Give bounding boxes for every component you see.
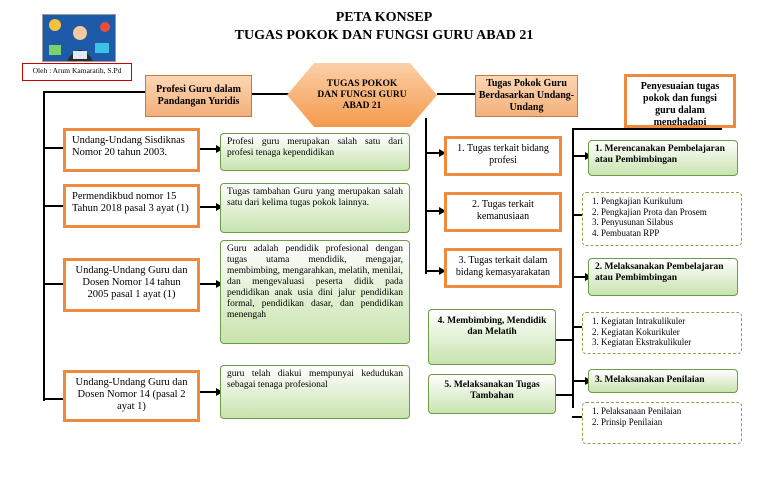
page-subtitle: TUGAS POKOK DAN FUNGSI GURU ABAD 21 (234, 28, 534, 43)
list-item: Pelaksanaan Penilaian (601, 406, 737, 417)
duty-box-5: 5. Melaksanakan Tugas Tambahan (428, 374, 556, 414)
left-header: Profesi Guru dalam Pandangan Yuridis (145, 75, 252, 117)
list-item: Prinsip Penilaian (601, 417, 737, 428)
adjust-list-2: Kegiatan Intrakulikuler Kegiatan Kokurik… (582, 312, 742, 354)
list-item: Pembuatan RPP (601, 228, 737, 239)
duty-box-4: 4. Membimbing, Mendidik dan Melatih (428, 309, 556, 365)
adjust-list-1: Pengkajian Kurikulum Pengkajian Prota da… (582, 192, 742, 246)
adjust-label-1: 1. Merencanakan Pembelajaran atau Pembim… (588, 140, 738, 176)
list-item: Kegiatan Intrakulikuler (601, 316, 737, 327)
law-desc-2: Tugas tambahan Guru yang merupakan salah… (220, 183, 410, 233)
page-title: PETA KONSEP (335, 10, 433, 25)
far-right-header: Penyesuaian tugas pokok dan fungsi guru … (624, 74, 736, 128)
teacher-illustration (42, 14, 116, 62)
duty-box-1: 1. Tugas terkait bidang profesi (444, 136, 562, 176)
law-box-1: Undang-Undang Sisdiknas Nomor 20 tahun 2… (63, 128, 200, 172)
author-label: Oleh : Arum Kamaratih, S.Pd (22, 63, 132, 81)
list-item: Pengkajian Kurikulum (601, 196, 737, 207)
list-item: Kegiatan Ekstrakulikuler (601, 337, 737, 348)
law-desc-4: guru telah diakui mempunyai kedudukan se… (220, 365, 410, 419)
duty-box-3: 3. Tugas terkait dalam bidang kemasyarak… (444, 248, 562, 288)
law-desc-1: Profesi guru merupakan salah satu dari p… (220, 133, 410, 171)
list-item: Penyusunan Silabus (601, 217, 737, 228)
list-item: Pengkajian Prota dan Prosem (601, 207, 737, 218)
right-header: Tugas Pokok Guru Berdasarkan Undang-Unda… (475, 75, 578, 117)
duty-box-2: 2. Tugas terkait kemanusiaan (444, 192, 562, 232)
adjust-label-3: 3. Melaksanakan Penilaian (588, 369, 738, 393)
adjust-label-2: 2. Melaksanakan Pembelajaran atau Pembim… (588, 258, 738, 296)
adjust-list-3: Pelaksanaan Penilaian Prinsip Penilaian (582, 402, 742, 444)
law-box-2: Permendikbud nomor 15 Tahun 2018 pasal 3… (63, 184, 200, 228)
law-box-4: Undang-Undang Guru dan Dosen Nomor 14 (p… (63, 370, 200, 422)
law-box-3: Undang-Undang Guru dan Dosen Nomor 14 ta… (63, 258, 200, 312)
center-node: TUGAS POKOK DAN FUNGSI GURU ABAD 21 (287, 63, 437, 127)
law-desc-3: Guru adalah pendidik profesional dengan … (220, 240, 410, 344)
list-item: Kegiatan Kokurikuler (601, 327, 737, 338)
